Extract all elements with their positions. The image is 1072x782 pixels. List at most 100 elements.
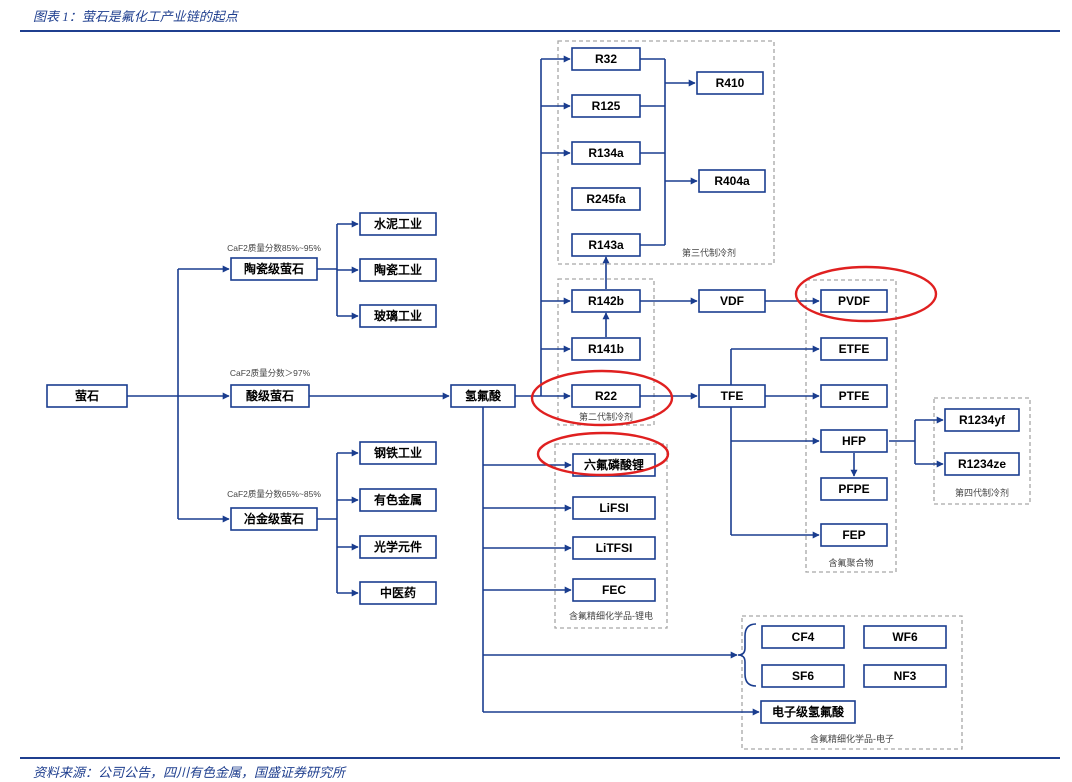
node-nf3: NF3 bbox=[863, 664, 947, 688]
svg-text:钢铁工业: 钢铁工业 bbox=[374, 445, 422, 460]
svg-text:TFE: TFE bbox=[721, 389, 744, 403]
svg-text:CF4: CF4 bbox=[792, 630, 815, 644]
svg-text:有色金属: 有色金属 bbox=[374, 492, 422, 507]
node-r245fa: R245fa bbox=[571, 187, 641, 211]
svg-text:六氟磷酸锂: 六氟磷酸锂 bbox=[584, 457, 644, 472]
node-r125: R125 bbox=[571, 94, 641, 118]
svg-text:FEP: FEP bbox=[842, 528, 865, 542]
node-ceramic-fluorite: 陶瓷级萤石 bbox=[230, 257, 318, 281]
bottom-rule bbox=[20, 757, 1060, 759]
svg-text:陶瓷工业: 陶瓷工业 bbox=[374, 262, 422, 277]
highlight-pvdf bbox=[794, 265, 938, 323]
svg-text:ETFE: ETFE bbox=[839, 342, 870, 356]
node-r1234yf: R1234yf bbox=[944, 408, 1020, 432]
svg-text:WF6: WF6 bbox=[892, 630, 918, 644]
group-third-gen-label: 第三代制冷剂 bbox=[682, 247, 736, 258]
node-r410: R410 bbox=[696, 71, 764, 95]
svg-text:R1234yf: R1234yf bbox=[959, 413, 1006, 427]
svg-text:LiFSI: LiFSI bbox=[599, 501, 628, 515]
node-cf4: CF4 bbox=[761, 625, 845, 649]
svg-text:酸级萤石: 酸级萤石 bbox=[246, 388, 294, 403]
node-hf: 氢氟酸 bbox=[450, 384, 516, 408]
node-medicine: 中医药 bbox=[359, 581, 437, 605]
group-lithium-label: 含氟精细化学品-锂电 bbox=[569, 610, 653, 621]
svg-text:R1234ze: R1234ze bbox=[958, 457, 1006, 471]
svg-text:R143a: R143a bbox=[588, 238, 624, 252]
svg-text:光学元件: 光学元件 bbox=[373, 539, 422, 554]
svg-text:R141b: R141b bbox=[588, 342, 624, 356]
node-r142b: R142b bbox=[571, 289, 641, 313]
top-rule bbox=[20, 30, 1060, 32]
node-tfe: TFE bbox=[698, 384, 766, 408]
source-note: 资料来源：公司公告，四川有色金属，国盛证券研究所 bbox=[33, 765, 346, 780]
svg-text:氢氟酸: 氢氟酸 bbox=[465, 388, 502, 403]
node-steel: 钢铁工业 bbox=[359, 441, 437, 465]
svg-text:PTFE: PTFE bbox=[839, 389, 870, 403]
condition-ceramic: CaF2质量分数85%~95% bbox=[227, 243, 321, 253]
group-polymers-label: 含氟聚合物 bbox=[828, 557, 873, 568]
node-electronic-hf: 电子级氢氟酸 bbox=[760, 700, 856, 724]
node-pfpe: PFPE bbox=[820, 477, 888, 501]
svg-text:萤石: 萤石 bbox=[75, 388, 99, 403]
condition-acid: CaF2质量分数＞97% bbox=[230, 368, 311, 378]
group-electronic-label: 含氟精细化学品-电子 bbox=[810, 733, 894, 744]
svg-text:冶金级萤石: 冶金级萤石 bbox=[244, 511, 304, 526]
group-polymers bbox=[805, 279, 897, 573]
node-r1234ze: R1234ze bbox=[944, 452, 1020, 476]
node-glass: 玻璃工业 bbox=[359, 304, 437, 328]
node-metallurgical-fluorite: 冶金级萤石 bbox=[230, 507, 318, 531]
figure-caption: 图表 1：萤石是氟化工产业链的起点 bbox=[33, 9, 238, 24]
node-fluorite: 萤石 bbox=[46, 384, 128, 408]
node-r141b: R141b bbox=[571, 337, 641, 361]
node-optical: 光学元件 bbox=[359, 535, 437, 559]
node-pvdf: PVDF bbox=[820, 289, 888, 313]
node-ceramics: 陶瓷工业 bbox=[359, 258, 437, 282]
svg-text:SF6: SF6 bbox=[792, 669, 814, 683]
svg-text:R125: R125 bbox=[592, 99, 621, 113]
node-r32: R32 bbox=[571, 47, 641, 71]
group-fourth-gen-label: 第四代制冷剂 bbox=[955, 487, 1009, 498]
node-acid-fluorite: 酸级萤石 bbox=[230, 384, 310, 408]
node-lipf6: 六氟磷酸锂 bbox=[572, 453, 656, 477]
svg-text:水泥工业: 水泥工业 bbox=[374, 216, 422, 231]
svg-text:FEC: FEC bbox=[602, 583, 626, 597]
svg-text:R245fa: R245fa bbox=[586, 192, 626, 206]
svg-text:HFP: HFP bbox=[842, 434, 866, 448]
node-fec: FEC bbox=[572, 578, 656, 602]
svg-text:R32: R32 bbox=[595, 52, 617, 66]
group-electronic bbox=[741, 615, 963, 750]
svg-text:中医药: 中医药 bbox=[380, 585, 416, 600]
svg-text:R404a: R404a bbox=[714, 174, 750, 188]
node-etfe: ETFE bbox=[820, 337, 888, 361]
group-second-gen-label: 第二代制冷剂 bbox=[579, 411, 633, 422]
node-fep: FEP bbox=[820, 523, 888, 547]
svg-text:陶瓷级萤石: 陶瓷级萤石 bbox=[244, 261, 304, 276]
node-cement: 水泥工业 bbox=[359, 212, 437, 236]
group-fourth-gen bbox=[933, 397, 1031, 505]
highlight-r22 bbox=[530, 369, 674, 427]
svg-text:LiTFSI: LiTFSI bbox=[596, 541, 633, 555]
svg-text:R22: R22 bbox=[595, 389, 617, 403]
node-r22: R22 bbox=[571, 384, 641, 408]
node-hfp: HFP bbox=[820, 429, 888, 453]
node-litfsi: LiTFSI bbox=[572, 536, 656, 560]
svg-text:NF3: NF3 bbox=[894, 669, 917, 683]
svg-text:R134a: R134a bbox=[588, 146, 624, 160]
node-sf6: SF6 bbox=[761, 664, 845, 688]
highlight-lipf6 bbox=[536, 431, 670, 477]
node-ptfe: PTFE bbox=[820, 384, 888, 408]
svg-text:电子级氢氟酸: 电子级氢氟酸 bbox=[772, 704, 845, 719]
svg-text:PFPE: PFPE bbox=[838, 482, 869, 496]
group-lithium bbox=[554, 443, 668, 629]
node-lifsi: LiFSI bbox=[572, 496, 656, 520]
node-nonferrous: 有色金属 bbox=[359, 488, 437, 512]
node-r404a: R404a bbox=[698, 169, 766, 193]
svg-text:R142b: R142b bbox=[588, 294, 624, 308]
svg-text:PVDF: PVDF bbox=[838, 294, 870, 308]
svg-text:R410: R410 bbox=[716, 76, 745, 90]
condition-metallurgical: CaF2质量分数65%~85% bbox=[227, 489, 321, 499]
node-vdf: VDF bbox=[698, 289, 766, 313]
node-r134a: R134a bbox=[571, 141, 641, 165]
svg-text:VDF: VDF bbox=[720, 294, 744, 308]
